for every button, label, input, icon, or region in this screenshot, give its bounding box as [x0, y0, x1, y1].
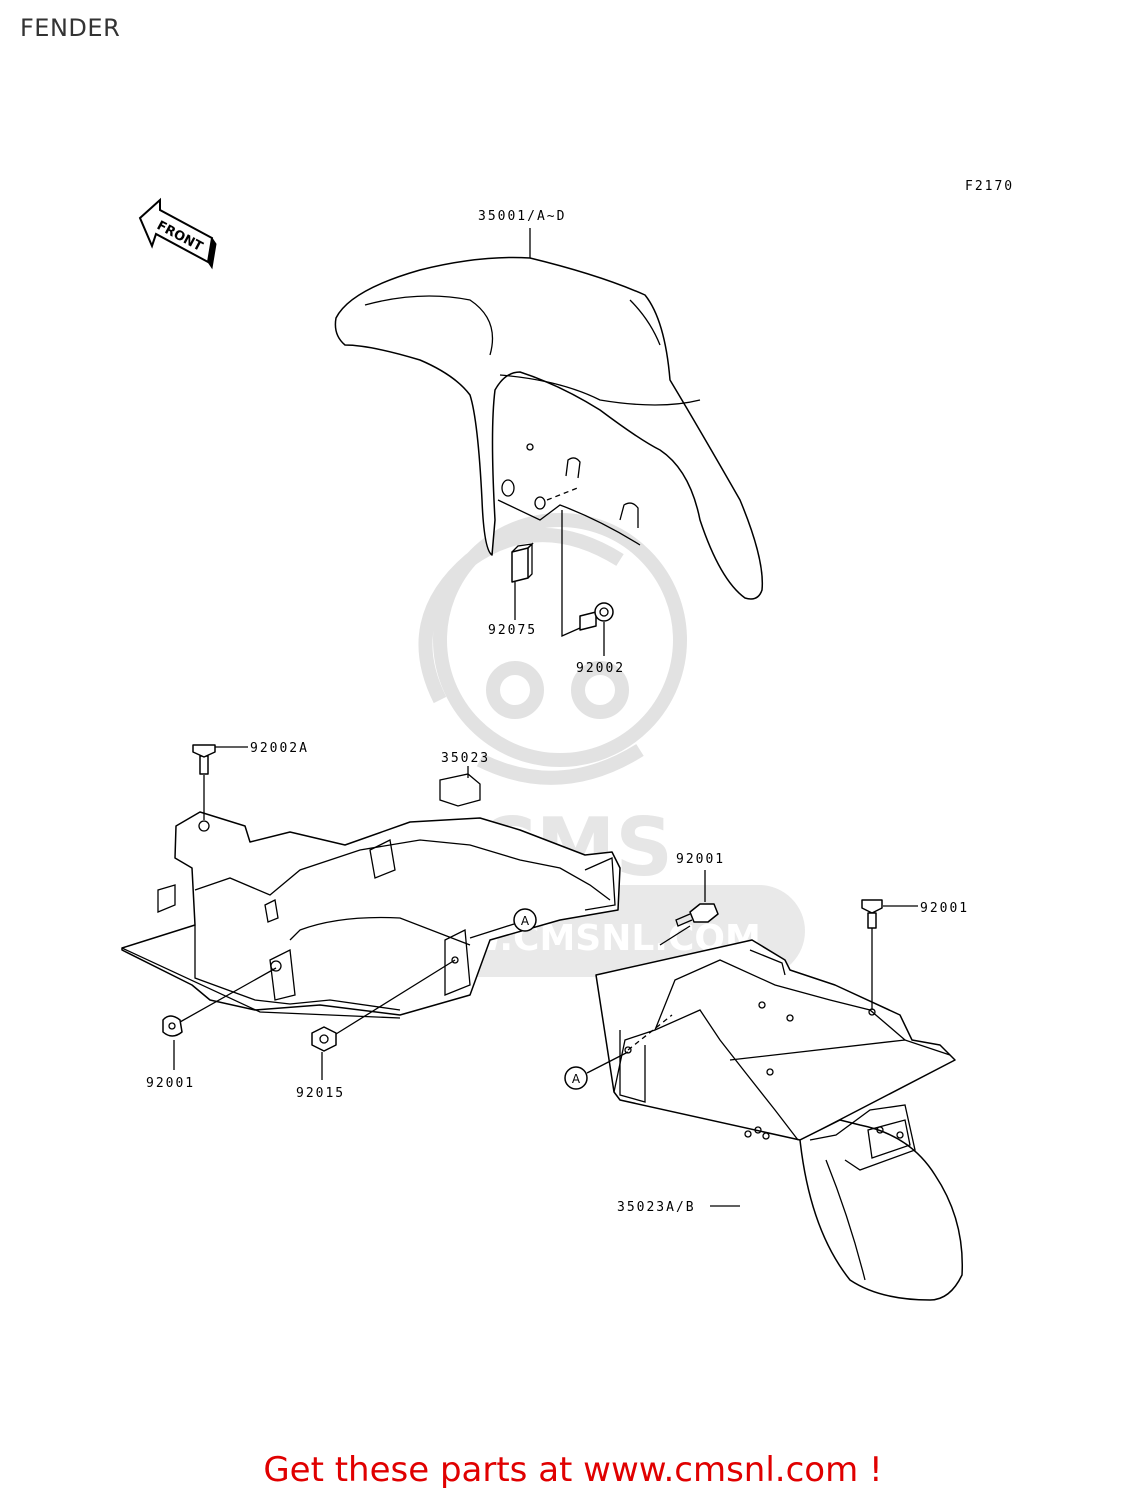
bolt-bottom-left-part [162, 967, 277, 1070]
pad-part [511, 542, 534, 583]
nut-part [311, 959, 456, 1080]
bolt-front-part [579, 602, 614, 631]
parts-diagram: CMS WWW.CMSNL.COM F2170 FRONT [121, 179, 1014, 1301]
watermark-mascot-icon [418, 513, 687, 785]
bolt-rear-a-part [659, 870, 719, 946]
front-arrow-icon: FRONT [138, 197, 217, 270]
svg-text:A: A [572, 1072, 581, 1086]
callout-nut: 92015 [296, 1086, 345, 1101]
inner-fender-part [121, 773, 621, 1019]
ref-mark-a-left: A [469, 908, 537, 939]
callout-bolt-bottom-left: 92001 [146, 1076, 195, 1091]
front-fender-part [334, 256, 764, 600]
footer-cta-link[interactable]: Get these parts at www.cmsnl.com ! [263, 1450, 883, 1490]
bolt-rear-b-part [861, 899, 918, 1010]
callout-rear-fender: 35023A/B [617, 1200, 696, 1215]
page-title: FENDER [20, 14, 121, 42]
callout-inner-fender: 35023 [441, 751, 490, 766]
bolt-top-left-part [192, 744, 248, 820]
rear-fender-part [595, 939, 964, 1301]
callout-bolt-top-left: 92002A [250, 741, 309, 756]
svg-text:A: A [521, 914, 530, 928]
callout-front-fender: 35001/A~D [478, 209, 566, 224]
callout-bolt-rear-b: 92001 [920, 901, 969, 916]
callout-bolt-rear-a: 92001 [676, 852, 725, 867]
callout-bolt-front: 92002 [576, 661, 625, 676]
callout-pad: 92075 [488, 623, 537, 638]
ref-mark-a-right: A [564, 1051, 629, 1090]
figure-code: F2170 [965, 179, 1014, 194]
